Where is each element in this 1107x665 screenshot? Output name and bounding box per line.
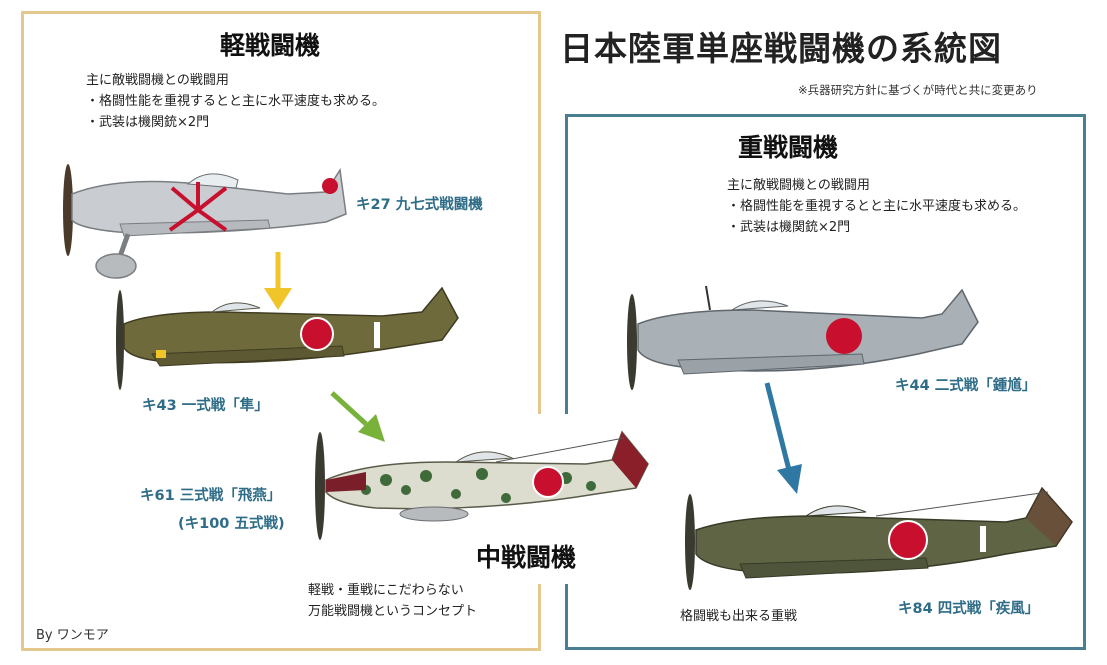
ki61-tail <box>612 432 648 488</box>
page-note: ※兵器研究方針に基づくが時代と共に変更あり <box>798 83 1038 97</box>
ki27-wing <box>119 219 271 237</box>
light-fighter-description: 主に敵戦闘機との戦闘用 ・格闘性能を重視するとと主に水平速度も求める。 ・武装は… <box>86 73 386 130</box>
ki43-wing-marker <box>156 350 166 358</box>
ki43-band <box>374 322 380 348</box>
ki61-propeller <box>315 432 325 540</box>
ki27-tail-marking <box>322 178 338 194</box>
ki61-antenna <box>495 437 625 463</box>
ki44-label: キ44 二式戦「鍾馗」 <box>895 378 1037 394</box>
ki27-propeller <box>63 164 73 256</box>
heavy-fighter-description: 主に敵戦闘機との戦闘用 ・格闘性能を重視するとと主に水平速度も求める。 ・武装は… <box>727 178 1027 235</box>
ki43-plane <box>116 286 459 390</box>
ki27-stripes <box>168 182 228 232</box>
ki44-antenna-mast <box>705 285 711 311</box>
ki43-wing <box>151 345 345 367</box>
ki44-propeller <box>627 294 637 390</box>
ki84-tail <box>1026 488 1072 546</box>
ki61-canopy <box>454 451 514 463</box>
ki84-band <box>980 526 986 552</box>
ki61-cowling <box>326 472 366 492</box>
credit: By ワンモア <box>36 628 109 643</box>
ki84-plane <box>685 486 1073 590</box>
ki27-canopy <box>186 173 239 189</box>
heavy-fighter-title: 重戦闘機 <box>738 133 839 162</box>
ki84-note: 格闘戦も出来る重戦 <box>680 609 798 624</box>
ki44-canopy <box>730 300 789 311</box>
ki43-label: キ43 一式戦「隼」 <box>142 398 269 414</box>
ki100-label: (キ100 五式戦) <box>178 516 285 532</box>
ki61-plane <box>315 430 649 540</box>
arrow-ki43-to-ki61 <box>330 391 385 442</box>
ki84-wing <box>739 557 929 579</box>
ki44-plane <box>627 285 979 390</box>
medium-fighter-title: 中戦闘機 <box>476 543 577 572</box>
ki27-plane <box>63 164 347 279</box>
page-title: 日本陸軍単座戦闘機の系統図 <box>560 29 1002 68</box>
ki61-hinomaru <box>532 466 564 498</box>
ki84-propeller <box>685 494 695 590</box>
ki44-wing <box>677 353 865 375</box>
medium-fighter-description: 軽戦・重戦にこだわらない 万能戦闘機というコンセプト <box>308 583 478 619</box>
ki44-hinomaru <box>826 318 862 354</box>
ki84-hinomaru <box>888 520 928 560</box>
ki61-drop-tank <box>399 506 469 522</box>
ki84-canopy <box>804 505 867 517</box>
ki27-landing-gear <box>95 253 137 279</box>
light-fighter-panel <box>21 11 541 651</box>
ki84-fuselage <box>695 486 1073 574</box>
ki61-fuselage <box>325 430 649 510</box>
ki43-propeller <box>116 290 124 390</box>
arrow-ki27-to-ki43 <box>264 252 292 310</box>
ki61-camouflage <box>361 468 596 503</box>
ki43-canopy <box>210 302 261 313</box>
ki84-antenna <box>875 491 1049 517</box>
arrow-ki44-to-ki84 <box>764 382 802 494</box>
heavy-fighter-panel <box>565 114 1086 650</box>
ki27-label: キ27 九七式戦闘機 <box>356 197 483 213</box>
ki43-hinomaru <box>300 317 334 351</box>
light-fighter-title: 軽戦闘機 <box>220 31 321 60</box>
ki84-label: キ84 四式戦「疾風」 <box>898 601 1040 617</box>
ki61-label: キ61 三式戦「飛燕」 <box>140 488 282 504</box>
